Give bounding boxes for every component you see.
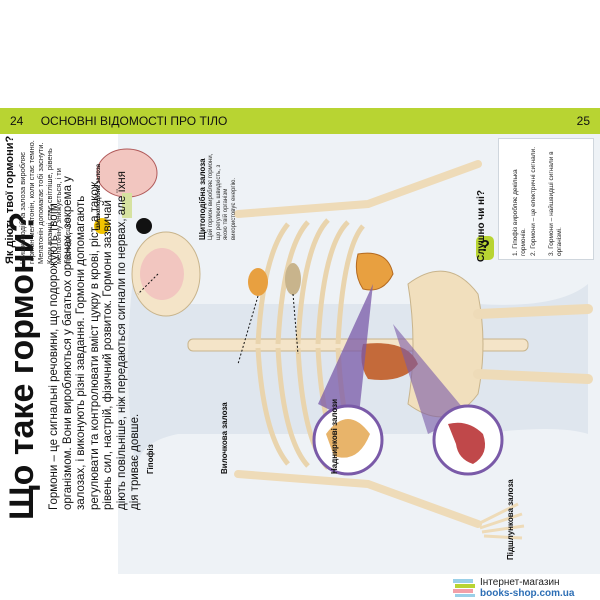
quiz-item-2: 2. Гормони – це електричні сигнали.	[530, 146, 537, 256]
adrenal-gland	[355, 252, 394, 291]
skeleton-illustration	[128, 160, 593, 540]
right-page-number: 25	[576, 114, 590, 128]
melatonin-diagram	[94, 148, 158, 234]
caption-adrenal-title: Надниркові залози	[330, 398, 339, 474]
quiz-item-1: 1. Гіпофіз виробляє декілька гормонів.	[512, 169, 527, 256]
sun-icon	[94, 218, 110, 234]
footer-shop-link[interactable]: books-shop.com.ua	[480, 588, 575, 599]
brain-icon	[140, 248, 184, 300]
arm-bones	[234, 160, 482, 528]
zoom-beam-pancreas	[393, 324, 468, 434]
caption-thymus-title: Вилочкова залоза	[220, 402, 229, 474]
leader-lines	[137, 273, 299, 365]
caption-pancreas-title: Підшлункова залоза	[506, 479, 515, 560]
leg-bones	[473, 304, 593, 384]
pancreas-zoom-icon	[448, 422, 486, 464]
books-stack-icon	[453, 579, 475, 597]
quiz-title: Слушно чи ні?	[476, 190, 487, 262]
sidebar-question-title: Як діють твої гормони?	[4, 135, 16, 264]
caption-thyroid-title: Щитоподібна залоза	[198, 158, 207, 240]
section-title: ОСНОВНІ ВІДОМОСТІ ПРО ТІЛО	[40, 114, 228, 128]
footer-shop-label: Інтернет-магазин	[480, 577, 560, 588]
page-header-left: 24 ОСНОВНІ ВІДОМОСТІ ПРО ТІЛО	[10, 110, 227, 132]
quiz-box	[498, 138, 594, 260]
question-icon: ?	[480, 238, 490, 255]
header-bar	[0, 108, 600, 134]
moon-icon	[136, 218, 152, 234]
brainstem	[122, 193, 132, 218]
zoom-beam-adrenal	[318, 284, 373, 424]
thymus-gland	[285, 263, 301, 295]
caption-thyroid-text: Цей гормон виробляє гормони, що регулюют…	[208, 153, 237, 240]
thyroid-gland	[248, 268, 268, 296]
quiz-badge	[476, 236, 494, 260]
quiz-item-3: 3. Гормони – найшвидші сигнали в організ…	[548, 151, 563, 256]
adrenal-zoom-icon	[326, 419, 370, 458]
caption-pineal-title: Гіпофіз	[146, 444, 155, 474]
hand-bones	[477, 502, 525, 540]
left-page-number: 24	[10, 114, 24, 128]
sidebar-question-text: Шишкоподібна залоза виробляє гормон мела…	[18, 140, 72, 264]
